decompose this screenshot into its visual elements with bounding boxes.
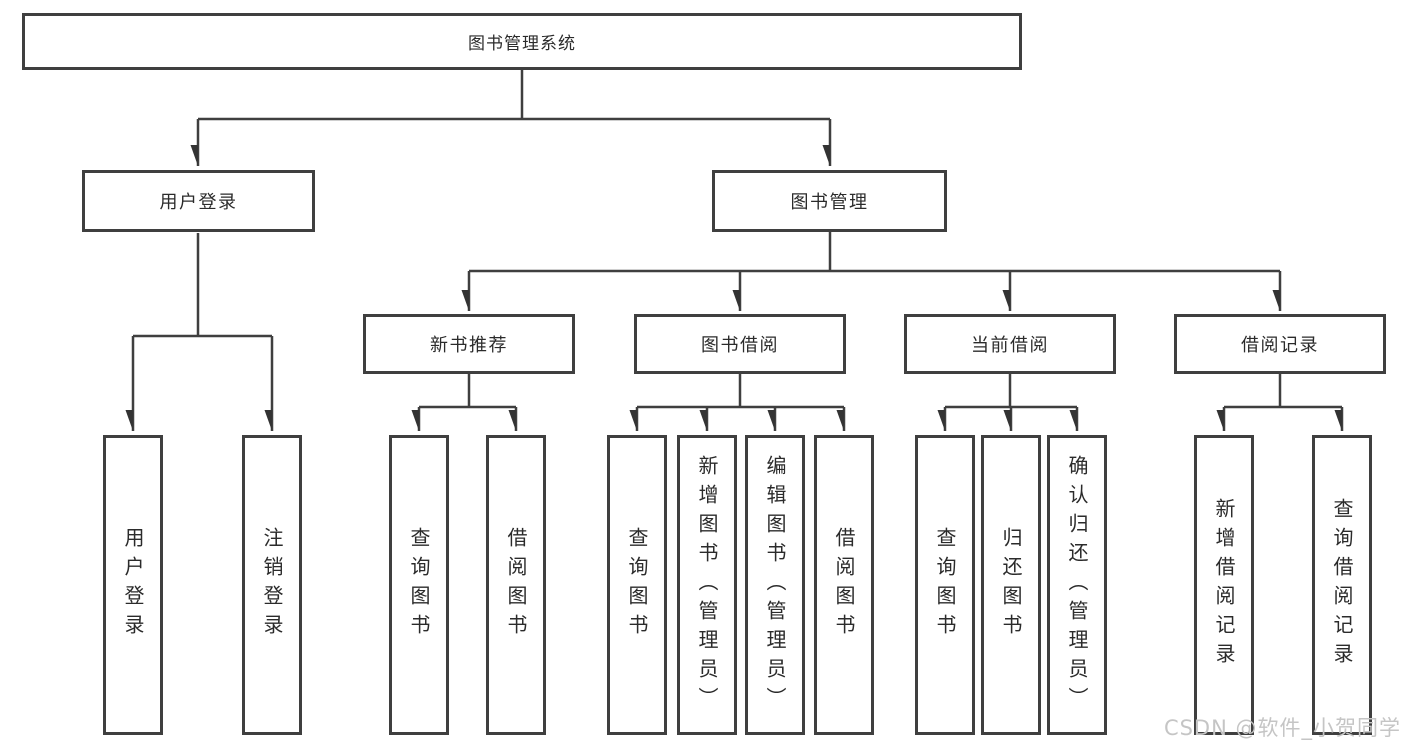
leaf-bb-query-books: 查询图书 bbox=[607, 435, 667, 735]
leaf-cb-confirm-return-admin: 确认归还（管理员） bbox=[1047, 435, 1107, 735]
node-label: 借阅记录 bbox=[1241, 335, 1319, 356]
node-user-login: 用户登录 bbox=[82, 170, 315, 232]
leaf-bb-edit-books-admin: 编辑图书（管理员） bbox=[745, 435, 805, 735]
node-label: 当前借阅 bbox=[971, 335, 1049, 356]
node-current-borrowing: 当前借阅 bbox=[904, 314, 1116, 374]
node-label: 查询借阅记录 bbox=[1330, 498, 1354, 672]
node-label: 图书管理系统 bbox=[468, 34, 576, 54]
node-label: 借阅图书 bbox=[832, 527, 856, 643]
leaf-bb-borrow-books: 借阅图书 bbox=[814, 435, 874, 735]
leaf-rec-borrow-books: 借阅图书 bbox=[486, 435, 546, 735]
leaf-cb-query-books: 查询图书 bbox=[915, 435, 975, 735]
node-label: 编辑图书（管理员） bbox=[763, 454, 787, 716]
node-label: 查询图书 bbox=[933, 527, 957, 643]
leaf-br-query-record: 查询借阅记录 bbox=[1312, 435, 1372, 735]
node-new-book-recommendation: 新书推荐 bbox=[363, 314, 575, 374]
node-label: 新书推荐 bbox=[430, 335, 508, 356]
leaf-cb-return-books: 归还图书 bbox=[981, 435, 1041, 735]
node-book-borrowing: 图书借阅 bbox=[634, 314, 846, 374]
leaf-logout: 注销登录 bbox=[242, 435, 302, 735]
node-book-management: 图书管理 bbox=[712, 170, 947, 232]
leaf-rec-query-books: 查询图书 bbox=[389, 435, 449, 735]
node-label: 用户登录 bbox=[159, 192, 238, 213]
node-label: 注销登录 bbox=[260, 527, 284, 643]
node-label: 确认归还（管理员） bbox=[1065, 454, 1089, 716]
node-label: 新增借阅记录 bbox=[1212, 498, 1236, 672]
node-label: 图书管理 bbox=[790, 192, 869, 213]
csdn-watermark: CSDN @软件_小贺同学 bbox=[1163, 716, 1401, 740]
leaf-bb-add-books-admin: 新增图书（管理员） bbox=[677, 435, 737, 735]
node-label: 归还图书 bbox=[999, 527, 1023, 643]
node-library-management-system: 图书管理系统 bbox=[22, 13, 1022, 70]
node-label: 用户登录 bbox=[121, 527, 145, 643]
node-label: 借阅图书 bbox=[504, 527, 528, 643]
node-label: 查询图书 bbox=[407, 527, 431, 643]
node-label: 查询图书 bbox=[625, 527, 649, 643]
leaf-br-add-record: 新增借阅记录 bbox=[1194, 435, 1254, 735]
leaf-user-login: 用户登录 bbox=[103, 435, 163, 735]
node-borrowing-records: 借阅记录 bbox=[1174, 314, 1386, 374]
node-label: 新增图书（管理员） bbox=[695, 454, 719, 716]
node-label: 图书借阅 bbox=[701, 335, 779, 356]
